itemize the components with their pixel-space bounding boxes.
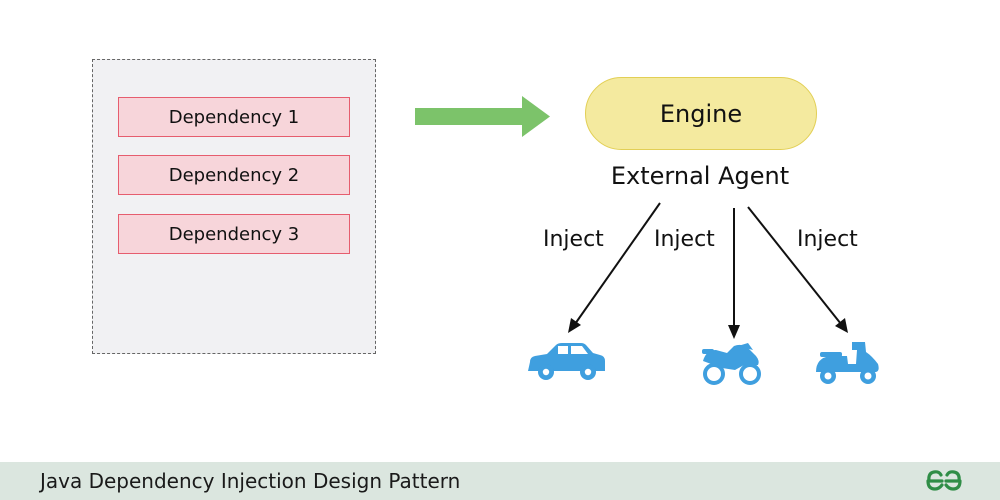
dependency-box-2: Dependency 2: [118, 155, 350, 195]
inject-arrow-right: [747, 206, 848, 333]
inject-arrow-left: [568, 202, 661, 333]
diagram-connectors: [415, 96, 879, 385]
dependency-label: Dependency 1: [168, 106, 300, 128]
dependency-label: Dependency 3: [168, 223, 300, 245]
dependency-label: Dependency 2: [168, 164, 300, 186]
scooter-icon: [816, 342, 879, 384]
footer-title: Java Dependency Injection Design Pattern: [40, 469, 461, 493]
external-agent-label: External Agent: [610, 162, 790, 190]
inject-label-1: Inject: [543, 227, 604, 252]
engine-label: Engine: [659, 99, 743, 128]
engine-node: Engine: [585, 77, 817, 150]
gfg-logo-icon[interactable]: [924, 468, 964, 494]
footer-bar: Java Dependency Injection Design Pattern: [0, 462, 1000, 500]
inject-arrow-center: [728, 208, 740, 339]
inject-label-3: Inject: [797, 227, 858, 252]
motorcycle-icon: [702, 343, 761, 385]
green-arrow-icon: [415, 96, 550, 137]
dependency-box-1: Dependency 1: [118, 97, 350, 137]
dependency-box-3: Dependency 3: [118, 214, 350, 254]
car-icon: [528, 343, 605, 380]
inject-label-2: Inject: [654, 227, 715, 252]
